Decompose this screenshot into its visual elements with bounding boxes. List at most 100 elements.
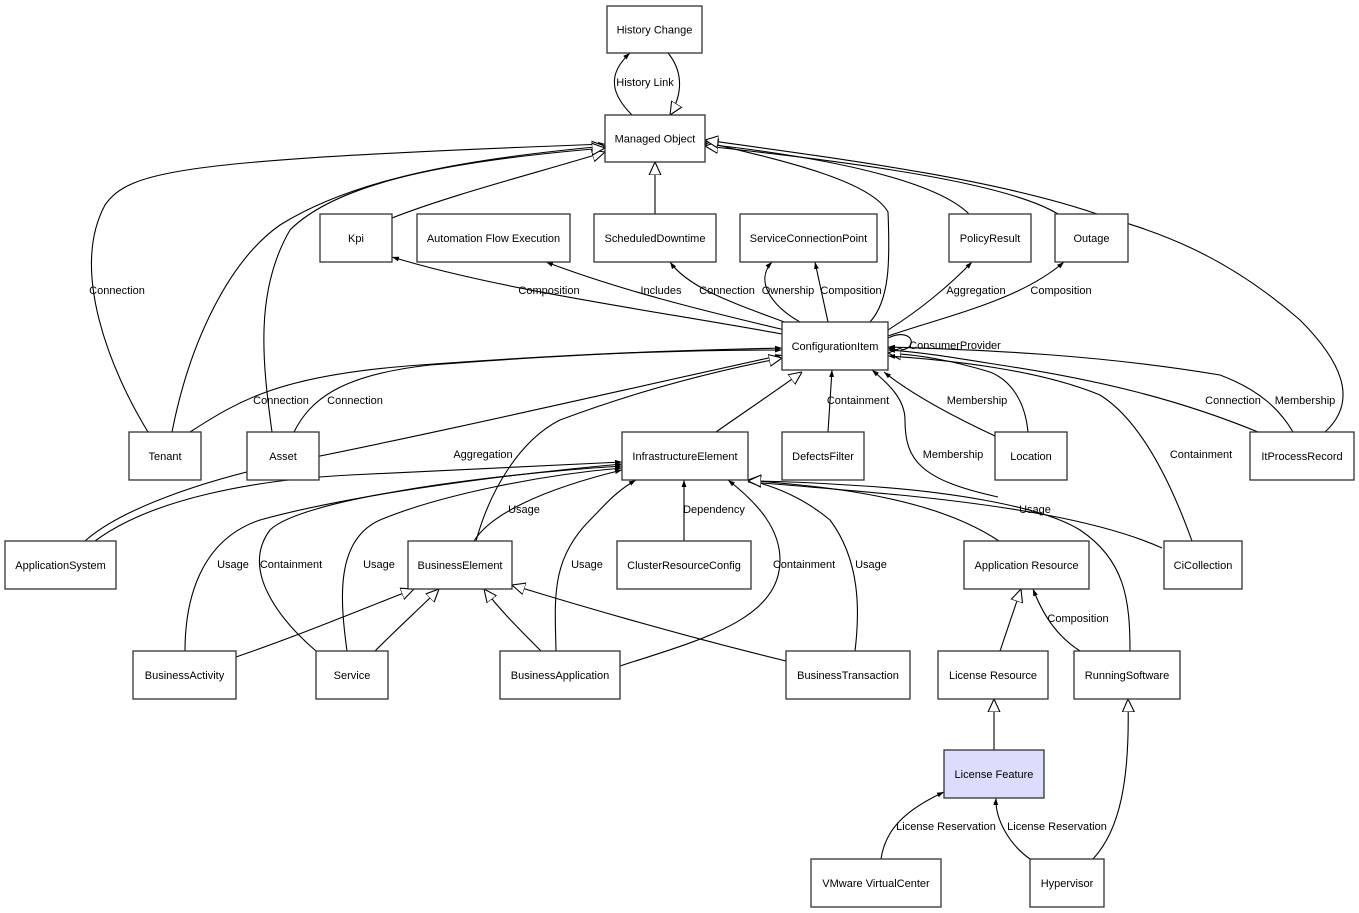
association-edge-service-to-infrastructure-element: [341, 466, 623, 652]
edge-label: Connection: [327, 395, 383, 407]
class-node-service-connection-point[interactable]: ServiceConnectionPoint: [739, 213, 878, 263]
edge-label: Connection: [253, 395, 309, 407]
inheritance-edge-running-software-to-infrastructure-element: [748, 481, 1131, 652]
class-label: Kpi: [348, 233, 364, 245]
edge-label: Containment: [1170, 449, 1232, 461]
class-box: [132, 650, 237, 700]
hollow-arrow-icon: [512, 585, 787, 662]
inheritance-edge-tenant-to-managed-object: [171, 146, 605, 433]
class-node-kpi[interactable]: Kpi: [319, 213, 393, 263]
inheritance-edge-business-application-to-business-element: [484, 589, 542, 652]
association-edge-configuration-item-to-automation-flow-execution: [545, 261, 786, 331]
class-node-business-application[interactable]: BusinessApplication: [499, 650, 621, 700]
class-node-it-process-record[interactable]: ItProcessRecord: [1249, 431, 1355, 481]
class-node-cluster-resource-config[interactable]: ClusterResourceConfig: [616, 540, 752, 590]
class-node-business-element[interactable]: BusinessElement: [407, 540, 513, 590]
class-box: [1249, 431, 1355, 481]
class-label: VMware VirtualCenter: [822, 878, 930, 890]
class-node-license-feature[interactable]: License Feature: [943, 749, 1045, 799]
inheritance-edge-policy-result-to-managed-object: [705, 144, 970, 215]
class-box: [604, 114, 706, 163]
filled-arrow-icon: [887, 261, 973, 331]
class-label: Outage: [1073, 233, 1109, 245]
class-node-business-transaction[interactable]: BusinessTransaction: [785, 650, 911, 700]
class-node-defects-filter[interactable]: DefectsFilter: [781, 431, 865, 481]
class-node-hypervisor[interactable]: Hypervisor: [1029, 858, 1105, 908]
inheritance-edge-kpi-to-managed-object: [391, 152, 605, 219]
class-node-tenant[interactable]: Tenant: [128, 431, 202, 481]
class-node-asset[interactable]: Asset: [246, 431, 320, 481]
hollow-arrow-icon: [263, 148, 605, 433]
edge-label: Composition: [820, 285, 881, 297]
class-node-ci-collection[interactable]: CiCollection: [1163, 540, 1243, 590]
class-box: [948, 213, 1032, 263]
class-node-policy-result[interactable]: PolicyResult: [948, 213, 1032, 263]
hollow-arrow-icon: [374, 589, 439, 652]
class-node-application-resource[interactable]: Application Resource: [963, 540, 1090, 590]
class-node-automation-flow-execution[interactable]: Automation Flow Execution: [416, 213, 571, 263]
association-edge-tenant-to-managed-object: [91, 141, 606, 433]
association-edge-ci-collection-to-configuration-item: [887, 354, 1193, 542]
filled-arrow-icon: [814, 261, 829, 323]
class-node-application-system[interactable]: ApplicationSystem: [4, 540, 117, 590]
hollow-arrow-icon: [705, 144, 970, 215]
filled-arrow-icon: [669, 261, 793, 326]
class-label: ScheduledDowntime: [605, 233, 706, 245]
class-label: BusinessElement: [418, 560, 503, 572]
hollow-arrow-icon: [484, 589, 542, 652]
association-edge-business-element-to-infrastructure-element: [473, 469, 623, 542]
class-box: [246, 431, 320, 481]
class-node-managed-object[interactable]: Managed Object: [604, 114, 706, 163]
class-node-license-resource[interactable]: License Resource: [937, 650, 1049, 700]
edge-label: Usage: [1019, 504, 1051, 516]
class-label: Automation Flow Execution: [427, 233, 560, 245]
hollow-arrow-icon: [667, 52, 680, 115]
class-node-scheduled-downtime[interactable]: ScheduledDowntime: [593, 213, 717, 263]
class-node-location[interactable]: Location: [994, 431, 1068, 481]
class-label: Asset: [269, 451, 297, 463]
association-edge-it-process-record-to-configuration-item: [887, 347, 1259, 433]
class-box: [1029, 858, 1105, 908]
inheritance-edge-asset-to-managed-object: [263, 148, 605, 433]
association-edge-application-system-to-configuration-item: [84, 354, 783, 542]
class-node-history-change[interactable]: History Change: [606, 5, 703, 54]
filled-arrow-icon: [747, 479, 858, 652]
edge-label: Composition: [1047, 613, 1108, 625]
class-label: ClusterResourceConfig: [627, 560, 741, 572]
filled-arrow-icon: [887, 344, 1294, 433]
class-box: [128, 431, 202, 481]
edge-label: Containment: [773, 559, 835, 571]
class-box: [319, 213, 393, 263]
filled-arrow-icon: [887, 354, 1193, 542]
edge-label: Aggregation: [946, 285, 1005, 297]
class-node-running-software[interactable]: RunningSoftware: [1073, 650, 1181, 700]
class-node-business-activity[interactable]: BusinessActivity: [132, 650, 237, 700]
association-edge-configuration-item-to-outage: [887, 261, 1065, 337]
edge-label: License Reservation: [896, 821, 996, 833]
hollow-arrow-icon: [999, 589, 1021, 652]
edge-label: License Reservation: [1007, 821, 1107, 833]
edge-label: Containment: [827, 395, 889, 407]
class-label: Managed Object: [615, 133, 696, 145]
class-node-vmware-virtualcenter[interactable]: VMware VirtualCenter: [810, 858, 942, 908]
edge-label: Ownership: [762, 285, 815, 297]
class-node-outage[interactable]: Outage: [1054, 213, 1129, 263]
hollow-arrow-icon: [715, 372, 802, 433]
filled-arrow-icon: [619, 479, 781, 667]
hollow-arrow-icon: [705, 140, 1344, 433]
class-box: [4, 540, 117, 590]
class-label: Application Resource: [975, 560, 1079, 572]
class-label: License Feature: [955, 769, 1034, 781]
inheritance-edge-location-to-configuration-item: [888, 353, 1029, 433]
class-label: Tenant: [148, 451, 181, 463]
class-node-configuration-item[interactable]: ConfigurationItem: [781, 321, 889, 371]
class-label: RunningSoftware: [1085, 670, 1169, 682]
class-label: Service: [334, 670, 371, 682]
filled-arrow-icon: [545, 261, 786, 331]
class-label: ApplicationSystem: [15, 560, 106, 572]
class-node-infrastructure-element[interactable]: InfrastructureElement: [621, 431, 749, 481]
edge-label: Dependency: [683, 504, 745, 516]
association-edge-configuration-item-to-kpi: [391, 256, 783, 335]
class-node-service[interactable]: Service: [315, 650, 389, 700]
